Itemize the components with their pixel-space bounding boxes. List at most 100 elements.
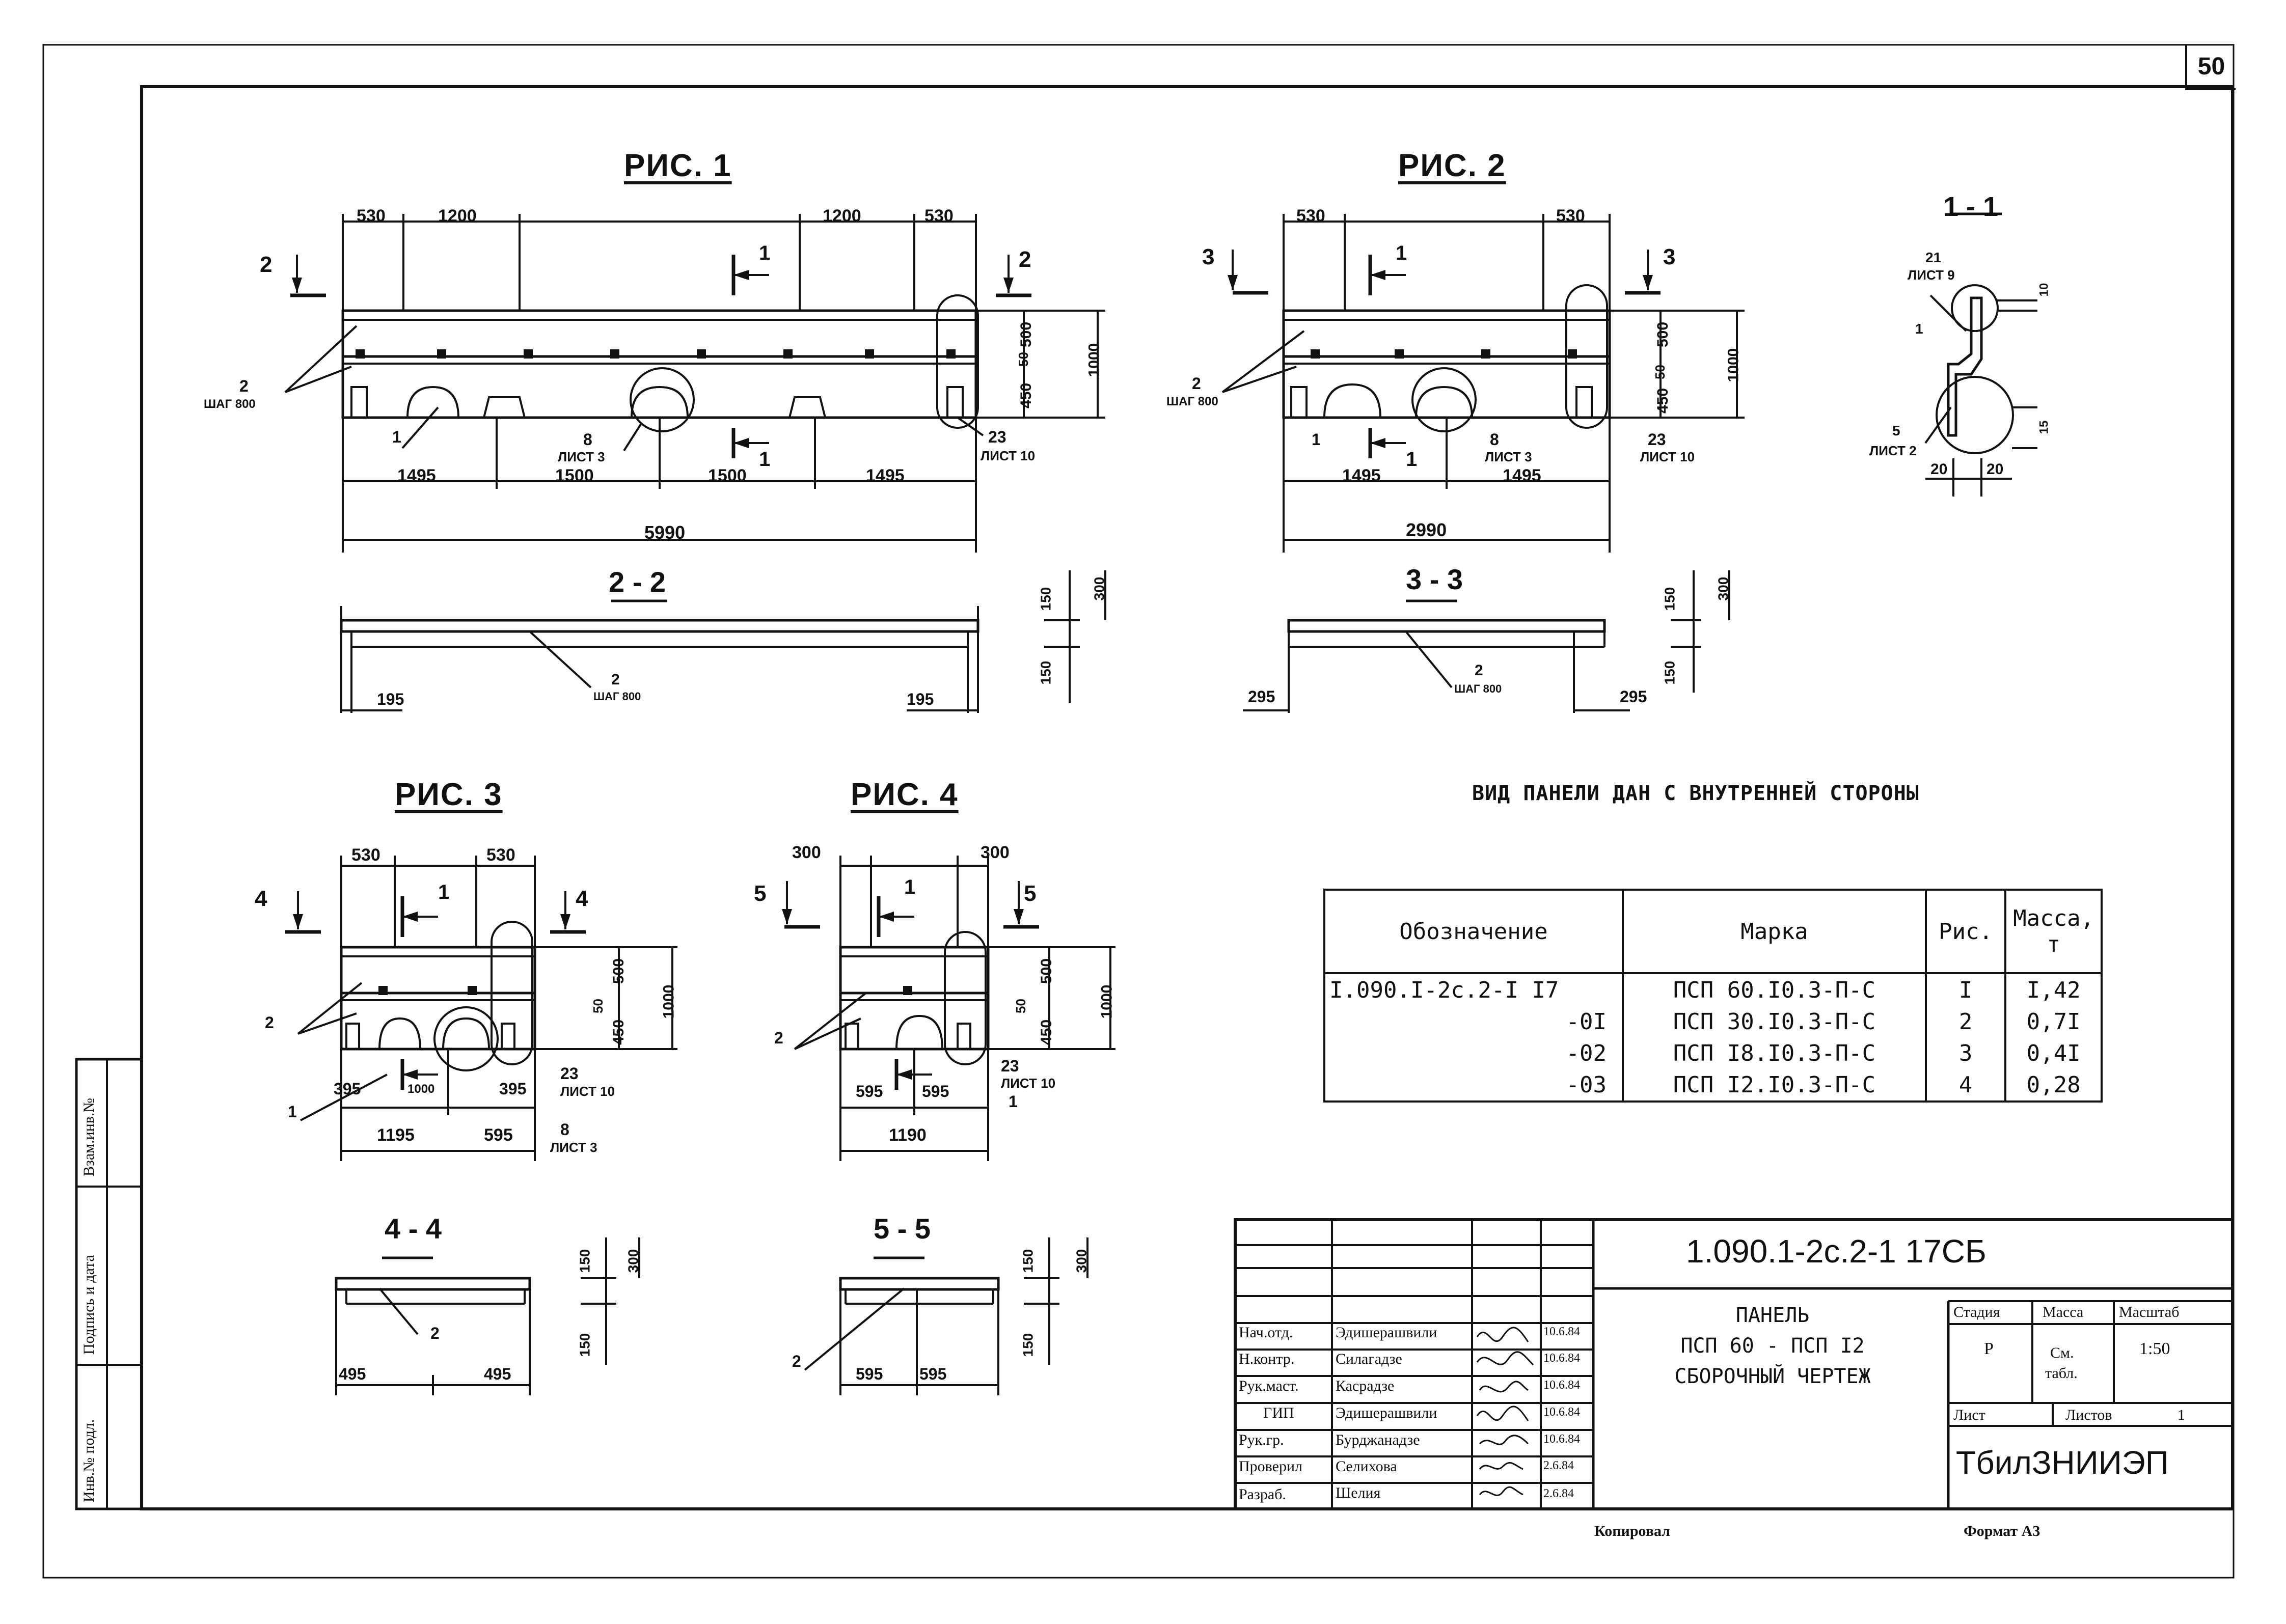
fig2-callout-8: 8 [1490,430,1499,449]
fig2-dim: 1495 [1503,466,1541,485]
spec-mass: 0,4I [2004,1037,2103,1069]
fig3-callout-23-note: ЛИСТ 10 [560,1084,615,1099]
sec44-dim: 150 [577,1333,593,1357]
sec55-dim: 595 [856,1365,883,1383]
fig2-callout-2: 2 [1192,374,1201,393]
fig3-h500: 500 [610,958,628,984]
sec44-dim: 495 [339,1365,366,1383]
section-3-3-title: 3 - 3 [1406,563,1463,595]
sec22-callout-note: ШАГ 800 [593,690,641,703]
sec11-label-21-note: ЛИСТ 9 [1908,267,1955,283]
sec33-callout-note: ШАГ 800 [1454,682,1502,695]
spec-header-mass: Масса, т [2004,889,2103,974]
spec-designation: -03 [1323,1069,1624,1103]
role: Рук.маст. [1239,1378,1299,1394]
fig1-h50: 50 [1015,352,1031,367]
fig2-dim: 530 [1556,206,1585,226]
fig4-callout-2: 2 [774,1029,783,1047]
sign-date: 10.6.84 [1543,1406,1580,1419]
sheet-header: Лист [1953,1407,1985,1423]
role: Проверил [1239,1458,1302,1475]
spec-mass: 0,7I [2004,1006,2103,1037]
fig1-h450: 450 [1018,382,1035,409]
fig1-cut-mid: 1 [759,242,771,264]
fig4-dim: 595 [856,1082,883,1100]
fig1-callout-8-note: ЛИСТ 3 [558,449,605,464]
fig2-callout-8-note: ЛИСТ 3 [1485,449,1532,464]
fig2-h50: 50 [1652,365,1668,379]
fig4-h450: 450 [1038,1019,1055,1045]
sec22-dim: 195 [377,690,404,708]
footer-format: Формат А3 [1964,1523,2040,1539]
sign-date: 2.6.84 [1543,1487,1574,1500]
fig2-h450: 450 [1654,388,1672,414]
fig2-title: РИС. 2 [1398,148,1506,183]
sec55-callout: 2 [792,1352,801,1370]
fig1-title: РИС. 1 [624,148,732,183]
fig2-h1000: 1000 [1725,348,1742,382]
drawing-name-2: ПСП 60 - ПСП I2 [1680,1334,1865,1358]
fig1-dim: 1495 [866,466,905,485]
section-1-1 [1924,212,2037,497]
sheets-header: Листов [2065,1407,2112,1423]
fig1-dim: 1200 [438,206,477,226]
spec-mark: ПСП 30.I0.3-П-С [1621,1006,1927,1037]
sign-date: 2.6.84 [1543,1459,1574,1472]
fig2-dim: 530 [1296,206,1325,226]
fig3-title: РИС. 3 [395,777,503,812]
sec11-label-21: 21 [1925,250,1942,265]
fig1-panel [284,214,1105,553]
sec11-dim: 20 [1930,461,1948,478]
sec33-dim: 295 [1620,687,1647,706]
sec44-callout: 2 [430,1324,440,1342]
fig4-h500: 500 [1038,958,1055,984]
spec-designation: I.090.I-2с.2-I I7 [1323,973,1624,1006]
sec55-dim: 150 [1020,1333,1036,1357]
fig4-title: РИС. 4 [851,777,959,812]
fig2-callout-23-note: ЛИСТ 10 [1640,449,1695,464]
fig1-total: 5990 [644,522,686,543]
fig3-dim: 530 [351,845,380,865]
spec-header-mark: Марка [1621,889,1927,974]
fig3-cut-mid: 1 [438,881,450,903]
sec33-callout: 2 [1475,662,1483,679]
fig3-callout-2: 2 [265,1013,274,1032]
mass-value-1: См. [2050,1344,2074,1361]
sec22-dim: 150 [1038,660,1054,685]
fig1-dim: 1500 [708,466,747,485]
fig1-h500: 500 [1018,321,1035,348]
fig3-h450: 450 [610,1019,628,1045]
role: Нач.отд. [1239,1324,1293,1341]
sec33-dim: 150 [1662,660,1678,685]
sign-date: 10.6.84 [1543,1325,1580,1338]
person-name: Бурджанадзе [1336,1432,1420,1448]
fig3-cut-left: 4 [255,886,267,911]
sec11-label-5: 5 [1892,423,1900,438]
fig1-dim: 530 [357,206,386,226]
fig4-cut-left: 5 [754,881,767,906]
section-3-3 [1243,570,1730,713]
fig4-panel [784,856,1115,1161]
spec-header-fig: Рис. [1924,889,2007,974]
spec-table: Обозначение Марка Рис. Масса, т I.090.I-… [1323,889,2103,1103]
fig3-cut-right: 4 [576,886,588,911]
spec-row: -02 ПСП I8.I0.3-П-С 3 0,4I [1323,1037,2103,1069]
drawing-name-1: ПАНЕЛЬ [1735,1304,1810,1327]
side-stamp-sign-date: Подпись и дата [80,1255,97,1355]
spec-fig: 3 [1924,1037,2007,1069]
side-stamp-inv-no: Инв.№ подл. [80,1419,97,1502]
person-name: Касрадзе [1336,1378,1395,1394]
sec11-dim: 20 [1986,461,2004,478]
fig3-h1000: 1000 [660,984,677,1019]
fig4-cut-mid: 1 [904,876,916,898]
fig2-cut-mid: 1 [1406,448,1418,471]
spec-fig: 2 [1924,1006,2007,1037]
section-5-5 [804,1237,1088,1395]
fig1-cut-left: 2 [260,252,273,277]
signatures [1476,1327,1534,1496]
sec55-dim: 150 [1020,1249,1036,1273]
sec11-dim: 15 [2037,420,2051,434]
fig1-callout-23-note: ЛИСТ 10 [981,448,1036,463]
sec22-callout: 2 [611,671,620,688]
